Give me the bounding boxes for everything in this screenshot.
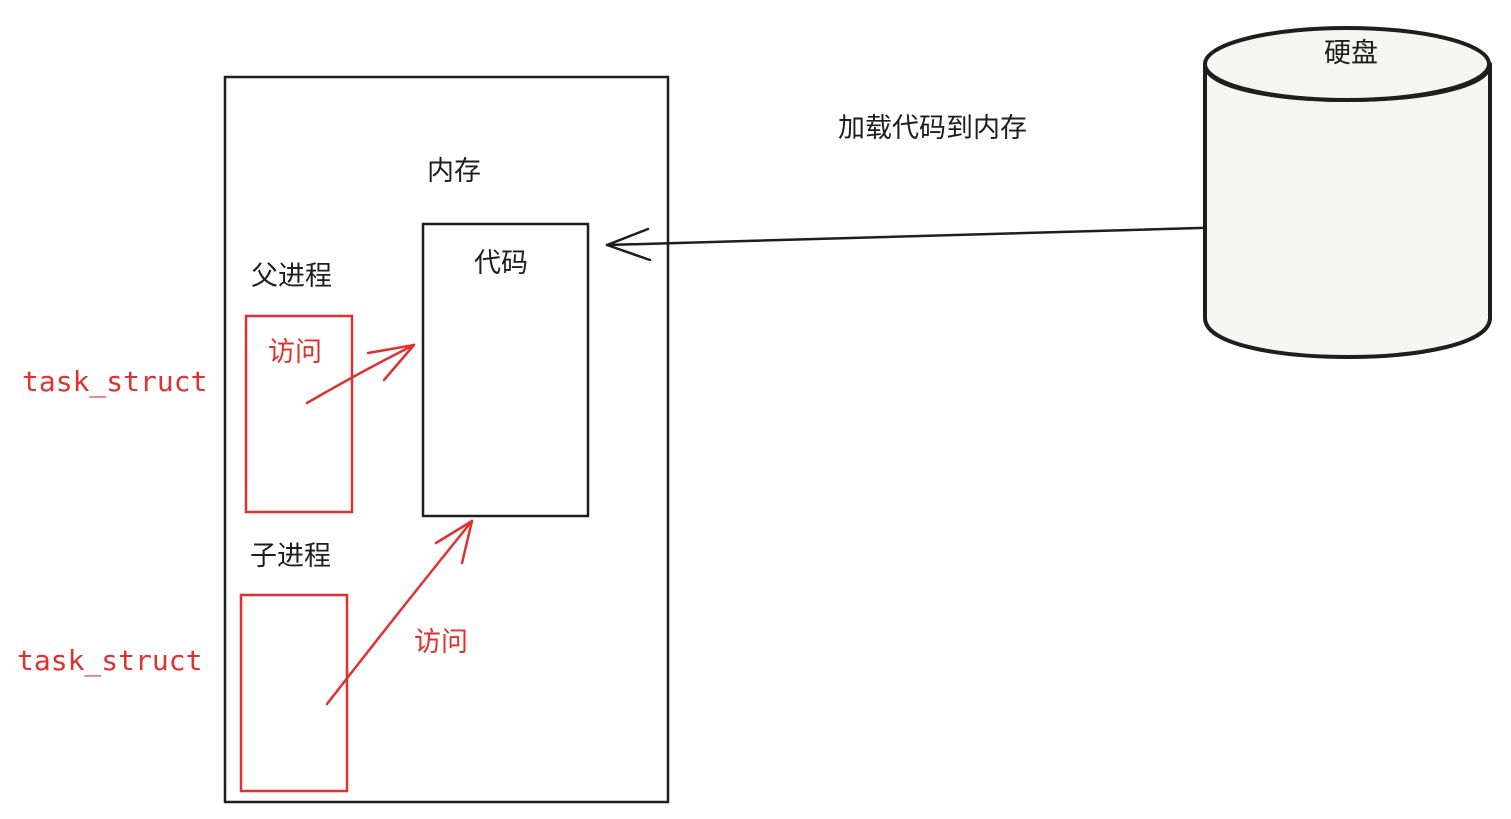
child-access-arrow	[325, 519, 474, 706]
child-task-struct-label: task_struct	[17, 644, 202, 678]
load-code-label: 加载代码到内存	[838, 113, 1027, 144]
memory-label: 内存	[427, 156, 481, 187]
parent-process-label: 父进程	[251, 261, 332, 292]
parent-task-struct-label: task_struct	[22, 365, 207, 399]
child-task-struct-box	[239, 593, 349, 793]
child-process-label: 子进程	[250, 541, 331, 572]
code-block	[421, 222, 590, 518]
load-code-arrow	[605, 224, 1270, 262]
code-label: 代码	[474, 248, 528, 279]
disk-label: 硬盘	[1324, 38, 1378, 69]
memory-block	[223, 75, 670, 804]
disk-cylinder	[1203, 26, 1492, 359]
parent-access-arrow	[305, 343, 416, 405]
child-access-label: 访问	[414, 627, 468, 658]
parent-task-struct-box	[244, 314, 354, 514]
parent-access-label: 访问	[268, 337, 322, 368]
